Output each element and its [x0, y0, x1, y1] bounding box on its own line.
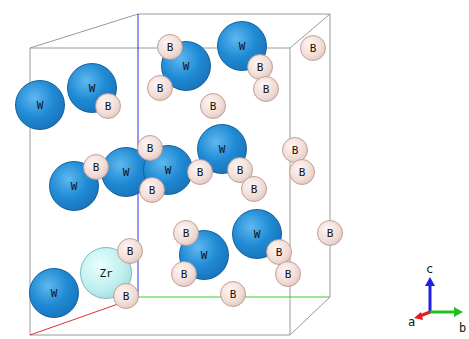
- boron-atom: B: [117, 238, 143, 264]
- element-symbol: Zr: [99, 268, 112, 279]
- boron-atom: B: [300, 35, 326, 61]
- element-symbol: W: [219, 144, 226, 155]
- boron-atom: B: [171, 261, 197, 287]
- boron-atom: B: [241, 176, 267, 202]
- axis-label: a: [408, 316, 415, 328]
- element-symbol: W: [183, 61, 190, 72]
- boron-atom: B: [289, 159, 315, 185]
- element-symbol: B: [147, 143, 154, 154]
- element-symbol: B: [299, 167, 306, 178]
- element-symbol: B: [257, 62, 264, 73]
- element-symbol: W: [71, 181, 78, 192]
- boron-atom: B: [253, 76, 279, 102]
- element-symbol: W: [123, 167, 130, 178]
- boron-atom: B: [113, 283, 139, 309]
- element-symbol: B: [276, 247, 283, 258]
- element-symbol: B: [210, 101, 217, 112]
- element-symbol: B: [127, 246, 134, 257]
- element-symbol: B: [237, 165, 244, 176]
- element-symbol: B: [181, 269, 188, 280]
- element-symbol: B: [197, 167, 204, 178]
- boron-atom: B: [220, 281, 246, 307]
- element-symbol: B: [251, 184, 258, 195]
- boron-atom: B: [137, 135, 163, 161]
- element-symbol: B: [183, 228, 190, 239]
- element-symbol: W: [201, 250, 208, 261]
- element-symbol: W: [89, 83, 96, 94]
- element-symbol: B: [149, 185, 156, 196]
- element-symbol: B: [263, 84, 270, 95]
- element-symbol: W: [165, 165, 172, 176]
- axis-label: b: [459, 322, 466, 334]
- element-symbol: B: [285, 269, 292, 280]
- element-symbol: B: [230, 289, 237, 300]
- element-symbol: W: [254, 229, 261, 240]
- element-symbol: B: [167, 42, 174, 53]
- element-symbol: W: [37, 100, 44, 111]
- element-symbol: B: [123, 291, 130, 302]
- element-symbol: B: [292, 145, 299, 156]
- boron-atom: B: [157, 34, 183, 60]
- boron-atom: B: [139, 177, 165, 203]
- boron-atom: B: [147, 75, 173, 101]
- tungsten-atom: W: [29, 268, 79, 318]
- boron-atom: B: [187, 159, 213, 185]
- axis-label: c: [426, 263, 433, 275]
- element-symbol: B: [327, 228, 334, 239]
- tungsten-atom: W: [15, 80, 65, 130]
- element-symbol: W: [51, 288, 58, 299]
- boron-atom: B: [200, 93, 226, 119]
- element-symbol: B: [157, 83, 164, 94]
- boron-atom: B: [95, 93, 121, 119]
- boron-atom: B: [275, 261, 301, 287]
- element-symbol: B: [93, 162, 100, 173]
- element-symbol: B: [105, 101, 112, 112]
- boron-atom: B: [83, 154, 109, 180]
- element-symbol: W: [239, 41, 246, 52]
- boron-atom: B: [317, 220, 343, 246]
- boron-atom: B: [173, 220, 199, 246]
- axis-triad: [414, 277, 463, 320]
- element-symbol: B: [310, 43, 317, 54]
